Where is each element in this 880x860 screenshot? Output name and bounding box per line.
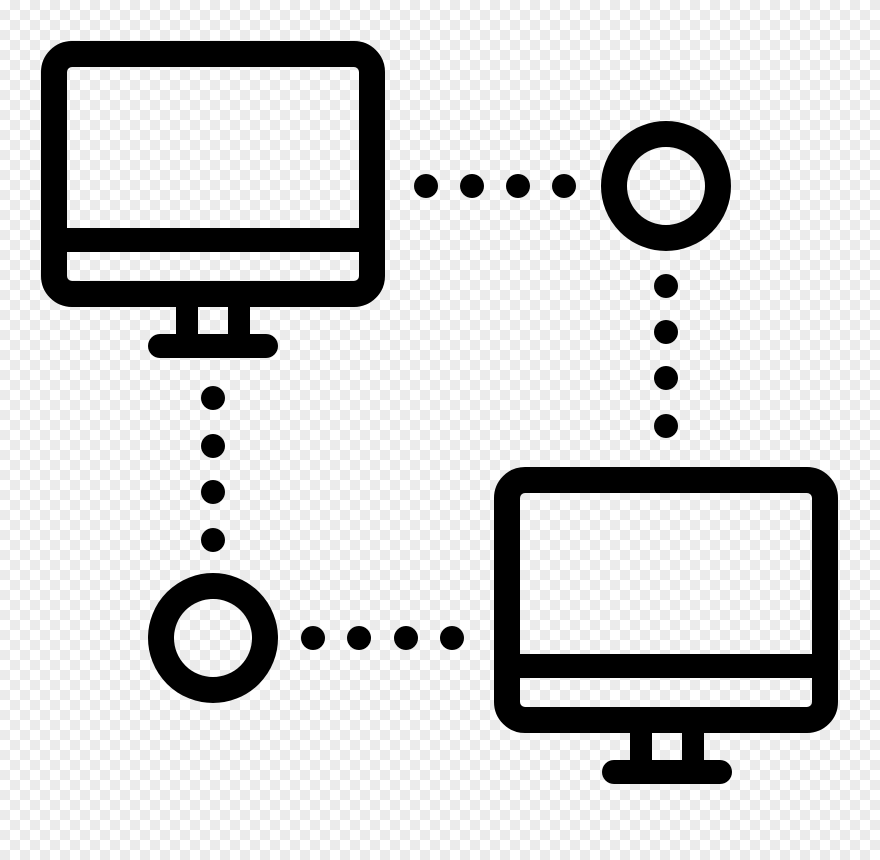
connector-dot	[201, 528, 225, 552]
monitor-top-left-icon	[41, 41, 385, 358]
monitor-stand-right	[682, 720, 704, 768]
connector-dot	[347, 626, 371, 650]
connector-dot	[654, 320, 678, 344]
connector-dot	[460, 174, 484, 198]
monitor-base	[602, 760, 732, 784]
connector-dot	[414, 174, 438, 198]
monitor-bottom-right-icon	[494, 467, 838, 784]
connector-dot	[440, 626, 464, 650]
node-circle-top-right-icon	[601, 121, 731, 251]
connector-dot	[506, 174, 530, 198]
monitor-stand-left	[630, 720, 652, 768]
connector-dot	[394, 626, 418, 650]
connector-dot	[654, 274, 678, 298]
monitor-frame	[494, 467, 838, 733]
dotted-connector-bottom	[301, 626, 464, 650]
dotted-connector-left	[201, 386, 225, 552]
connector-dot	[654, 414, 678, 438]
connector-dot	[201, 386, 225, 410]
connector-dot	[552, 174, 576, 198]
monitor-base	[148, 334, 278, 358]
connector-dot	[201, 480, 225, 504]
connector-dot	[654, 366, 678, 390]
dotted-connector-top	[414, 174, 576, 198]
connector-dot	[301, 626, 325, 650]
node-circle-bottom-left-icon	[148, 573, 278, 703]
monitor-frame	[41, 41, 385, 307]
monitor-stand-right	[228, 294, 250, 342]
monitor-stand-left	[176, 294, 198, 342]
connector-dot	[201, 434, 225, 458]
dotted-connector-right	[654, 274, 678, 438]
